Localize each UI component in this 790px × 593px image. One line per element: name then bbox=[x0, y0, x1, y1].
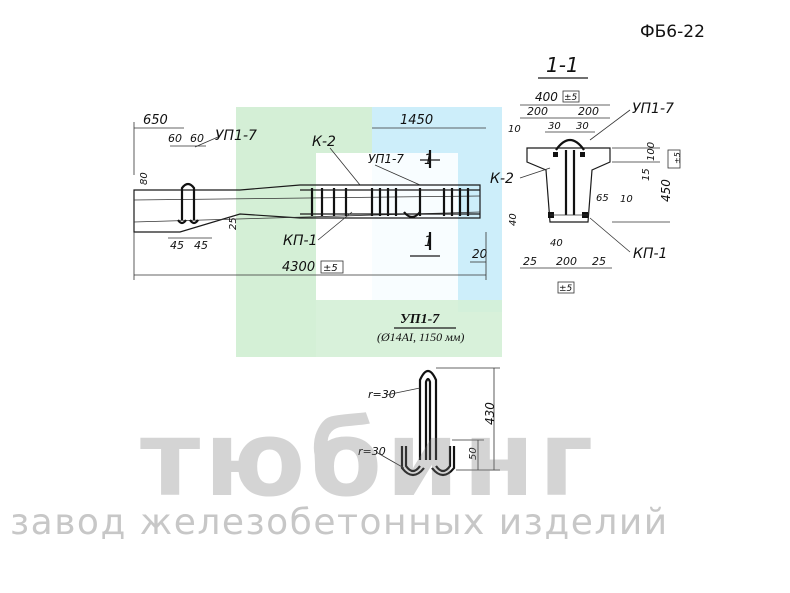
tol-450: ±5 bbox=[673, 152, 682, 164]
dim-200-a: 200 bbox=[527, 105, 548, 118]
mark-up17-a: УП1-7 bbox=[215, 128, 257, 144]
dim-30-b: 30 bbox=[576, 121, 589, 132]
mark-kp1-a: КП-1 bbox=[283, 233, 317, 249]
dim-650: 650 bbox=[143, 113, 168, 128]
detail-height: 430 bbox=[483, 402, 497, 425]
dim-400: 400 bbox=[535, 90, 558, 104]
dim-45-b: 45 bbox=[194, 239, 208, 252]
tol-400: ±5 bbox=[564, 93, 578, 103]
logo-green-top bbox=[236, 107, 376, 153]
mark-up17-c: УП1-7 bbox=[632, 101, 674, 117]
tol-bottom: ±5 bbox=[559, 284, 573, 294]
dim-25-c: 25 bbox=[592, 255, 606, 268]
watermark-tagline: завод железобетонных изделий bbox=[10, 502, 669, 543]
dim-65: 65 bbox=[596, 193, 609, 204]
section-view: 1-1 400 ±5 200 200 УП1-7 30 30 10 100 15… bbox=[490, 53, 682, 294]
dim-10-b: 10 bbox=[620, 194, 633, 205]
dim-60-b: 60 bbox=[190, 132, 204, 145]
detail-hook: 50 bbox=[468, 447, 479, 460]
dim-450: 450 bbox=[659, 179, 673, 202]
product-code: ФБ6-22 bbox=[640, 22, 705, 42]
dim-1450: 1450 bbox=[400, 113, 433, 128]
dim-20: 20 bbox=[472, 247, 488, 261]
detail-radius-top: r=30 bbox=[368, 388, 396, 401]
dim-30-a: 30 bbox=[548, 121, 561, 132]
detail-title: УП1-7 bbox=[400, 312, 440, 327]
dim-60-a: 60 bbox=[168, 132, 182, 145]
tol-4300: ±5 bbox=[323, 263, 338, 274]
section-cut-top: 1 bbox=[424, 152, 433, 168]
mark-k2-a: К-2 bbox=[312, 134, 336, 150]
dim-200-b: 200 bbox=[578, 105, 599, 118]
mark-up17-b: УП1-7 bbox=[368, 152, 404, 166]
dim-45-a: 45 bbox=[170, 239, 184, 252]
dim-25-a: 25 bbox=[228, 217, 239, 230]
logo-blue-gap bbox=[316, 153, 458, 313]
dim-4300: 4300 bbox=[282, 260, 315, 275]
section-label: 1-1 bbox=[546, 53, 579, 77]
dim-15: 15 bbox=[641, 168, 652, 181]
beam-elevation: 650 60 60 УП1-7 1450 К-2 УП1-7 1 80 bbox=[133, 113, 488, 280]
dim-25-b: 25 bbox=[523, 255, 537, 268]
watermark-logo bbox=[236, 107, 502, 357]
watermark-brand: тюбинг bbox=[140, 398, 598, 520]
dim-100: 100 bbox=[646, 142, 657, 161]
detail-radius-bottom: r=30 bbox=[358, 445, 386, 458]
loop-detail: УП1-7 (Ø14АI, 1150 мм) 430 50 r=30 r=30 bbox=[358, 312, 500, 477]
dim-80: 80 bbox=[139, 172, 150, 185]
mark-k2-b: К-2 bbox=[490, 171, 514, 187]
dim-10-a: 10 bbox=[508, 124, 521, 135]
mark-kp1-b: КП-1 bbox=[633, 246, 667, 262]
dim-200-c: 200 bbox=[556, 255, 577, 268]
logo-green-low bbox=[236, 300, 502, 357]
dim-40-b: 40 bbox=[550, 238, 563, 249]
dim-40-a: 40 bbox=[508, 213, 519, 226]
section-cut-bottom: 1 bbox=[424, 234, 433, 250]
detail-subtitle: (Ø14АI, 1150 мм) bbox=[377, 330, 464, 344]
